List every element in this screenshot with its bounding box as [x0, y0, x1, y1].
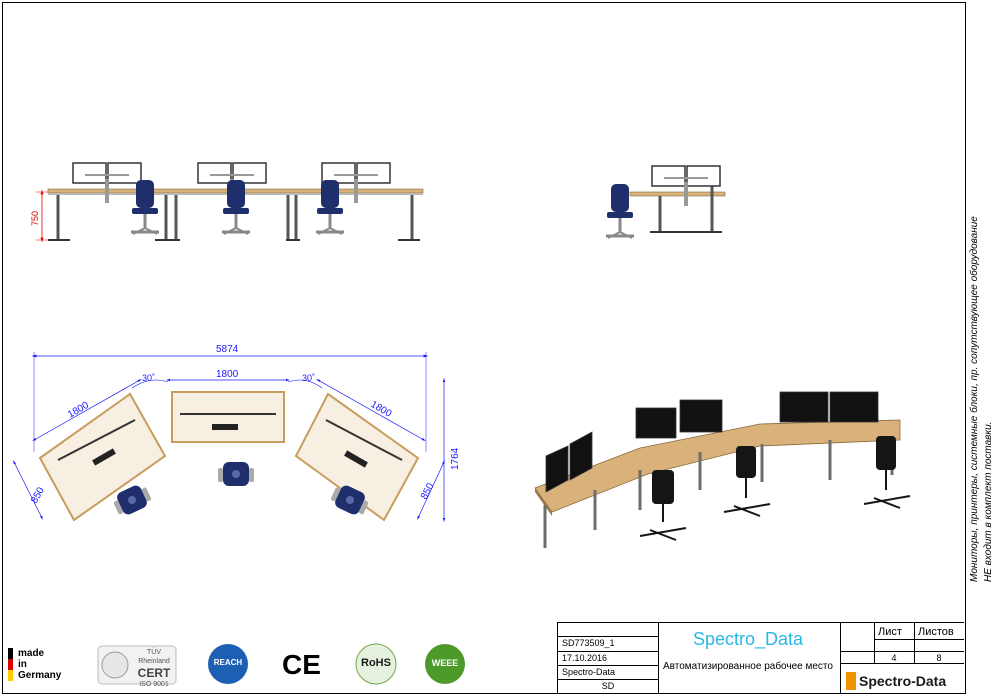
segment-left-dimension: 1800	[66, 400, 91, 421]
sheets-total: 8	[936, 653, 942, 663]
weee-logo: WEEE	[431, 658, 459, 668]
side-note: Мониторы, принтеры, системные блоки, пр.…	[962, 210, 1000, 590]
ce-mark: CE	[282, 649, 321, 680]
rohs-logo: RoHS	[361, 657, 391, 669]
height-dimension: 750	[30, 211, 40, 226]
side-note-line1: Мониторы, принтеры, системные блоки, пр.…	[969, 216, 980, 582]
segment-right-dimension: 1800	[369, 399, 394, 420]
front-elevation-view: 750	[30, 162, 424, 243]
made-line3: Germany	[18, 670, 62, 681]
tuv-cert-logo: TÜV Rheinland CERT ISO 9001	[134, 648, 174, 689]
doc-code: SD	[601, 681, 615, 691]
plan-view: 5874 1800 1800 1800 30˚ 30˚ 850	[13, 344, 461, 523]
sheet-label: Лист	[878, 626, 902, 638]
certification-logos: CE	[8, 643, 465, 685]
doc-date: 17.10.2016	[562, 653, 608, 663]
isometric-view	[534, 391, 911, 548]
logo-text: Spectro-Data	[859, 673, 947, 689]
depth-left-dimension: 850	[29, 485, 47, 505]
reach-logo: REACH	[213, 658, 243, 667]
angle-left-dimension: 30˚	[142, 373, 155, 383]
spectro-data-logo: Spectro-Data	[846, 671, 956, 691]
segment-middle-dimension: 1800	[216, 369, 239, 380]
sheet-number: 4	[891, 653, 897, 663]
side-note-line2: НЕ входит в комплект поставки.	[983, 421, 994, 582]
made-line2: in	[18, 659, 27, 670]
side-elevation-view	[604, 165, 726, 240]
logo-square-icon	[846, 672, 856, 690]
made-line1: made	[18, 648, 45, 659]
cert-top-text: TÜV Rheinland	[138, 649, 170, 665]
doc-number: SD773509_1	[562, 638, 615, 648]
brand-title: Spectro_Data	[692, 629, 804, 649]
made-in-germany-logo: made in Germany	[18, 648, 61, 681]
cert-text: CERT	[137, 666, 171, 680]
angle-right-dimension: 30˚	[302, 373, 315, 383]
overall-width-dimension: 5874	[216, 344, 239, 355]
sheets-label: Листов	[918, 626, 954, 638]
title-block: SD773509_1 17.10.2016 Spectro-Data SD Sp…	[557, 622, 964, 693]
doc-company: Spectro-Data	[562, 667, 616, 677]
drawing-title: Автоматизированное рабочее место	[663, 661, 833, 672]
drawing-frame	[2, 2, 966, 694]
overall-depth-dimension: 1764	[450, 447, 461, 470]
cert-iso-text: ISO 9001	[139, 681, 169, 688]
